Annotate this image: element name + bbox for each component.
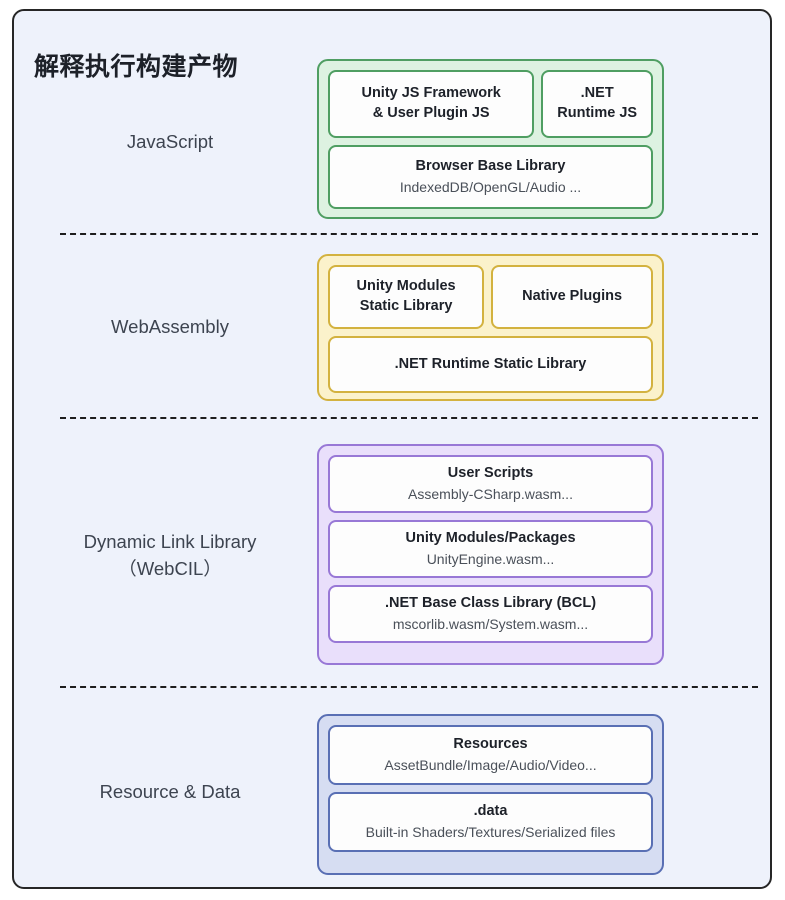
tier-label-javascript: JavaScript [126, 131, 214, 152]
artifact-card-title: .NET Runtime JS [557, 85, 638, 121]
artifact-card-subtitle: Built-in Shaders/Textures/Serialized fil… [365, 823, 616, 840]
tier-label-webassembly: WebAssembly [111, 316, 229, 337]
artifact-card-title: .NET Runtime Static Library [394, 355, 587, 372]
artifact-card[interactable]: Unity JS Framework & User Plugin JS [328, 70, 535, 138]
tier-label-resource-and-data: Resource & Data [99, 781, 241, 802]
artifact-card-subtitle: UnityEngine.wasm... [426, 550, 555, 567]
tier-label-dynamic-link-library: Dynamic Link Library （WebCIL） [83, 531, 257, 579]
tier-divider [60, 417, 758, 419]
tier-group-javascript: Unity JS Framework & User Plugin JS .NET … [317, 59, 664, 219]
card-row: .NET Runtime Static Library [328, 336, 653, 393]
artifact-card-subtitle: AssetBundle/Image/Audio/Video... [384, 756, 597, 773]
artifact-card-title: Unity JS Framework & User Plugin JS [361, 85, 501, 121]
artifact-card[interactable]: .NET Runtime Static Library [328, 336, 653, 393]
artifact-card-title: Unity Modules Static Library [356, 278, 456, 314]
tier-divider [60, 686, 758, 688]
artifact-card-title: Unity Modules/Packages [405, 530, 576, 547]
artifact-card[interactable]: .NET Base Class Library (BCL) mscorlib.wa… [328, 585, 653, 643]
artifact-card-title: .NET Base Class Library (BCL) [384, 595, 597, 612]
artifact-card-subtitle: mscorlib.wasm/System.wasm... [392, 615, 589, 632]
artifact-card-subtitle: Assembly-CSharp.wasm... [408, 485, 573, 502]
artifact-card[interactable]: Native Plugins [491, 265, 653, 329]
artifact-card[interactable]: Unity Modules Static Library [328, 265, 485, 329]
page-title: 解释执行构建产物 [34, 53, 239, 81]
artifact-card[interactable]: .NET Runtime JS [541, 70, 653, 138]
diagram-canvas: 解释执行构建产物 JavaScript Unity JS Framework & … [12, 9, 772, 889]
tier-divider [60, 233, 758, 235]
artifact-card-title: Native Plugins [522, 288, 623, 305]
artifact-card-title: .data [473, 803, 508, 820]
tier-group-webassembly: Unity Modules Static Library Native Plugi… [317, 254, 664, 401]
artifact-card-title: Browser Base Library [415, 158, 566, 175]
card-row: .NET Base Class Library (BCL) mscorlib.wa… [328, 585, 653, 643]
card-row: Unity Modules Static Library Native Plugi… [328, 265, 653, 329]
artifact-card-title: User Scripts [447, 465, 534, 482]
artifact-card-subtitle: IndexedDB/OpenGL/Audio ... [399, 178, 582, 195]
artifact-card-title: Resources [453, 736, 528, 753]
card-row: Unity JS Framework & User Plugin JS .NET … [328, 70, 653, 138]
